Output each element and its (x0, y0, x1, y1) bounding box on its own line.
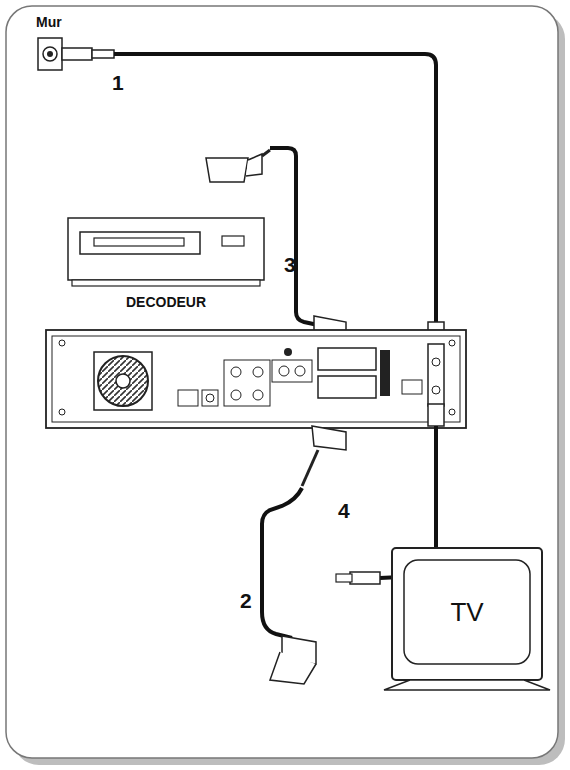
node-text: DECODEUR (68, 294, 264, 310)
callout-number: 4 (338, 500, 350, 521)
node-text: Mur (36, 14, 96, 30)
decoder-box: DECODEUR (68, 288, 264, 318)
wall-socket: Mur (36, 14, 96, 36)
callout-number: 2 (240, 590, 252, 611)
node-text: TV (404, 597, 530, 628)
tv-set: TV (404, 560, 530, 664)
callout-number: 3 (284, 254, 296, 275)
callout-number: 1 (112, 72, 124, 93)
